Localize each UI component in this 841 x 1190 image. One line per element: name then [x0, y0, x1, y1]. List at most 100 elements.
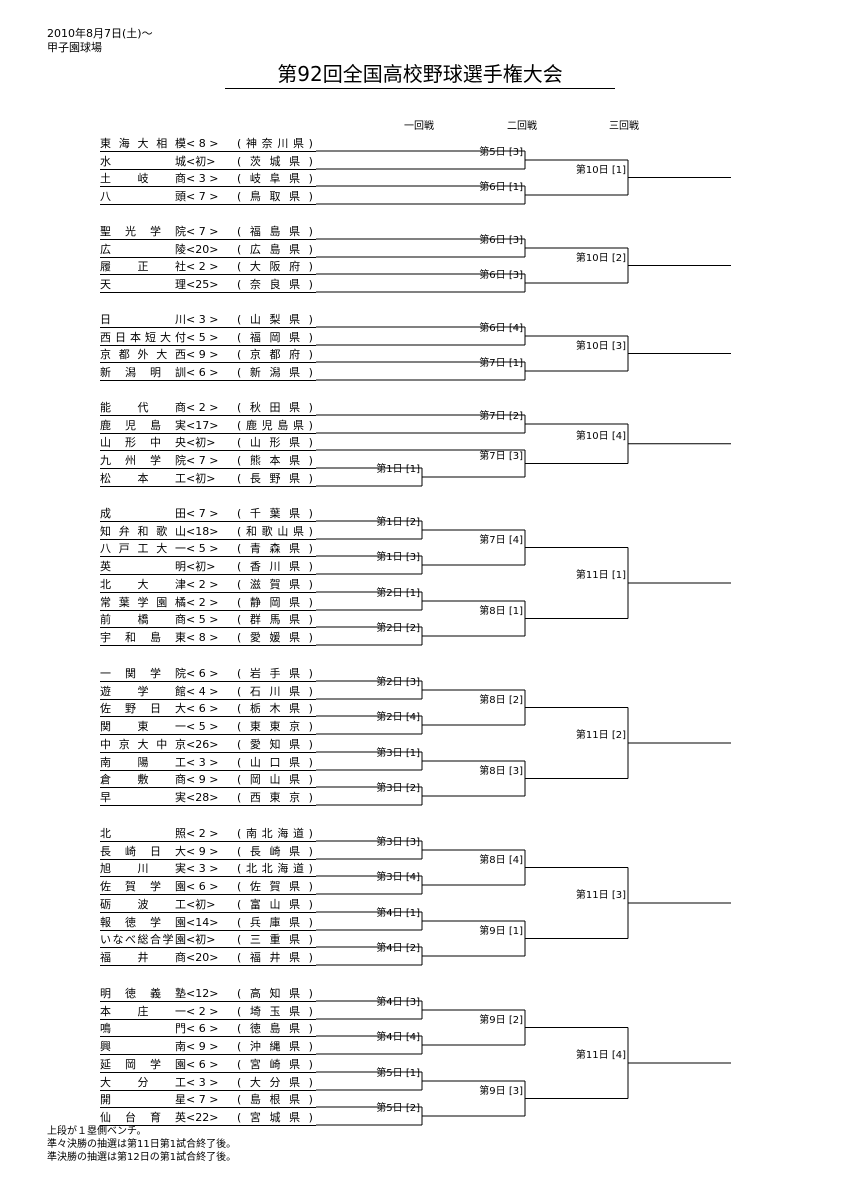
team-prefecture: (茨城県) — [237, 155, 313, 168]
team-seed: < 9 > — [186, 348, 219, 361]
team-prefecture: (和歌山県) — [237, 525, 313, 538]
team-name: 遊学館 — [100, 685, 186, 698]
team-row: 明徳義塾<12>(高知県) — [100, 987, 316, 1002]
team-name: 報徳学園 — [100, 916, 186, 929]
team-row: 報徳学園<14>(兵庫県) — [100, 916, 316, 931]
game-label: 第1日 [1] — [376, 464, 420, 475]
team-prefecture: (北北海道) — [237, 862, 313, 875]
team-name: 西日本短大付 — [100, 331, 186, 344]
page-title: 第92回全国高校野球選手権大会 — [225, 60, 615, 89]
team-seed: < 2 > — [186, 401, 219, 414]
team-name: 日川 — [100, 313, 186, 326]
team-seed: < 2 > — [186, 260, 219, 273]
team-prefecture: (静岡県) — [237, 596, 313, 609]
team-prefecture: (滋賀県) — [237, 578, 313, 591]
team-seed: < 2 > — [186, 1005, 219, 1018]
team-prefecture: (埼玉県) — [237, 1005, 313, 1018]
team-seed: < 9 > — [186, 845, 219, 858]
team-seed: < 3 > — [186, 1076, 219, 1089]
team-row: 長崎日大< 9 >(長崎県) — [100, 845, 316, 860]
team-prefecture: (神奈川県) — [237, 137, 313, 150]
team-prefecture: (大阪府) — [237, 260, 313, 273]
team-row: 倉敷商< 9 >(岡山県) — [100, 773, 316, 788]
team-seed: <20> — [186, 243, 219, 256]
team-prefecture: (沖縄県) — [237, 1040, 313, 1053]
team-row: 鳴門< 6 >(徳島県) — [100, 1022, 316, 1037]
note-semifinal-draw: 準決勝の抽選は第12日の第1試合終了後。 — [47, 1152, 237, 1163]
team-name: 一関学院 — [100, 667, 186, 680]
team-prefecture: (三重県) — [237, 933, 313, 946]
team-row: 水城<初>(茨城県) — [100, 155, 316, 170]
team-prefecture: (熊本県) — [237, 454, 313, 467]
team-name: 新潟明訓 — [100, 366, 186, 379]
team-row: 新潟明訓< 6 >(新潟県) — [100, 366, 316, 381]
team-prefecture: (島根県) — [237, 1093, 313, 1106]
team-seed: <初> — [186, 472, 216, 485]
team-name: 北照 — [100, 827, 186, 840]
team-name: 前橋商 — [100, 613, 186, 626]
round-header-3: 三回戦 — [609, 121, 639, 132]
game-label: 第7日 [3] — [479, 450, 523, 462]
team-seed: < 5 > — [186, 613, 219, 626]
team-seed: < 7 > — [186, 190, 219, 203]
team-row: 早実<28>(西東京) — [100, 791, 316, 806]
team-prefecture: (鳥取県) — [237, 190, 313, 203]
team-row: 関東一< 5 >(東東京) — [100, 720, 316, 735]
game-label: 第8日 [3] — [479, 765, 523, 777]
game-label: 第3日 [4] — [376, 872, 420, 883]
team-prefecture: (奈良県) — [237, 278, 313, 291]
team-name: 土岐商 — [100, 172, 186, 185]
team-row: 聖光学院< 7 >(福島県) — [100, 225, 316, 240]
team-name: 旭川実 — [100, 862, 186, 875]
team-prefecture: (富山県) — [237, 898, 313, 911]
team-row: 北大津< 2 >(滋賀県) — [100, 578, 316, 593]
game-label: 第7日 [1] — [479, 358, 523, 369]
team-name: 広陵 — [100, 243, 186, 256]
team-prefecture: (京都府) — [237, 348, 313, 361]
game-label: 第10日 [4] — [575, 430, 626, 442]
game-label: 第4日 [3] — [376, 997, 420, 1008]
team-name: 大分工 — [100, 1076, 186, 1089]
team-row: 旭川実< 3 >(北北海道) — [100, 862, 316, 877]
team-row: 北照< 2 >(南北海道) — [100, 827, 316, 842]
team-prefecture: (宮城県) — [237, 1111, 313, 1124]
game-label: 第8日 [4] — [479, 854, 523, 866]
team-name: 興南 — [100, 1040, 186, 1053]
team-name: 八頭 — [100, 190, 186, 203]
team-seed: < 6 > — [186, 366, 219, 379]
team-seed: < 4 > — [186, 685, 219, 698]
team-row: 南陽工< 3 >(山口県) — [100, 756, 316, 771]
team-row: 大分工< 3 >(大分県) — [100, 1076, 316, 1091]
team-prefecture: (徳島県) — [237, 1022, 313, 1035]
game-label: 第10日 [3] — [575, 340, 626, 352]
team-prefecture: (青森県) — [237, 542, 313, 555]
team-seed: < 9 > — [186, 773, 219, 786]
team-prefecture: (岐阜県) — [237, 172, 313, 185]
team-name: 知弁和歌山 — [100, 525, 186, 538]
team-seed: < 8 > — [186, 631, 219, 644]
team-row: 成田< 7 >(千葉県) — [100, 507, 316, 522]
team-seed: <17> — [186, 419, 219, 432]
team-name: 宇和島東 — [100, 631, 186, 644]
team-name: 早実 — [100, 791, 186, 804]
team-name: 佐賀学園 — [100, 880, 186, 893]
team-seed: < 2 > — [186, 596, 219, 609]
team-row: 東海大相模< 8 >(神奈川県) — [100, 137, 316, 152]
team-seed: <26> — [186, 738, 219, 751]
team-seed: < 3 > — [186, 172, 219, 185]
team-seed: < 6 > — [186, 702, 219, 715]
team-row: 松本工<初>(長野県) — [100, 472, 316, 487]
team-row: 佐賀学園< 6 >(佐賀県) — [100, 880, 316, 895]
team-name: 北大津 — [100, 578, 186, 591]
tournament-date: 2010年8月7日(土)～ — [47, 27, 153, 40]
note-quarterfinal-draw: 準々決勝の抽選は第11日第1試合終了後。 — [47, 1139, 237, 1150]
game-label: 第9日 [3] — [479, 1085, 523, 1097]
team-row: 本庄一< 2 >(埼玉県) — [100, 1005, 316, 1020]
game-label: 第2日 [1] — [376, 588, 420, 599]
team-name: 成田 — [100, 507, 186, 520]
team-prefecture: (兵庫県) — [237, 916, 313, 929]
game-label: 第4日 [1] — [376, 908, 420, 919]
game-label: 第11日 [3] — [575, 890, 626, 901]
game-label: 第7日 [2] — [479, 411, 523, 422]
team-seed: <28> — [186, 791, 219, 804]
